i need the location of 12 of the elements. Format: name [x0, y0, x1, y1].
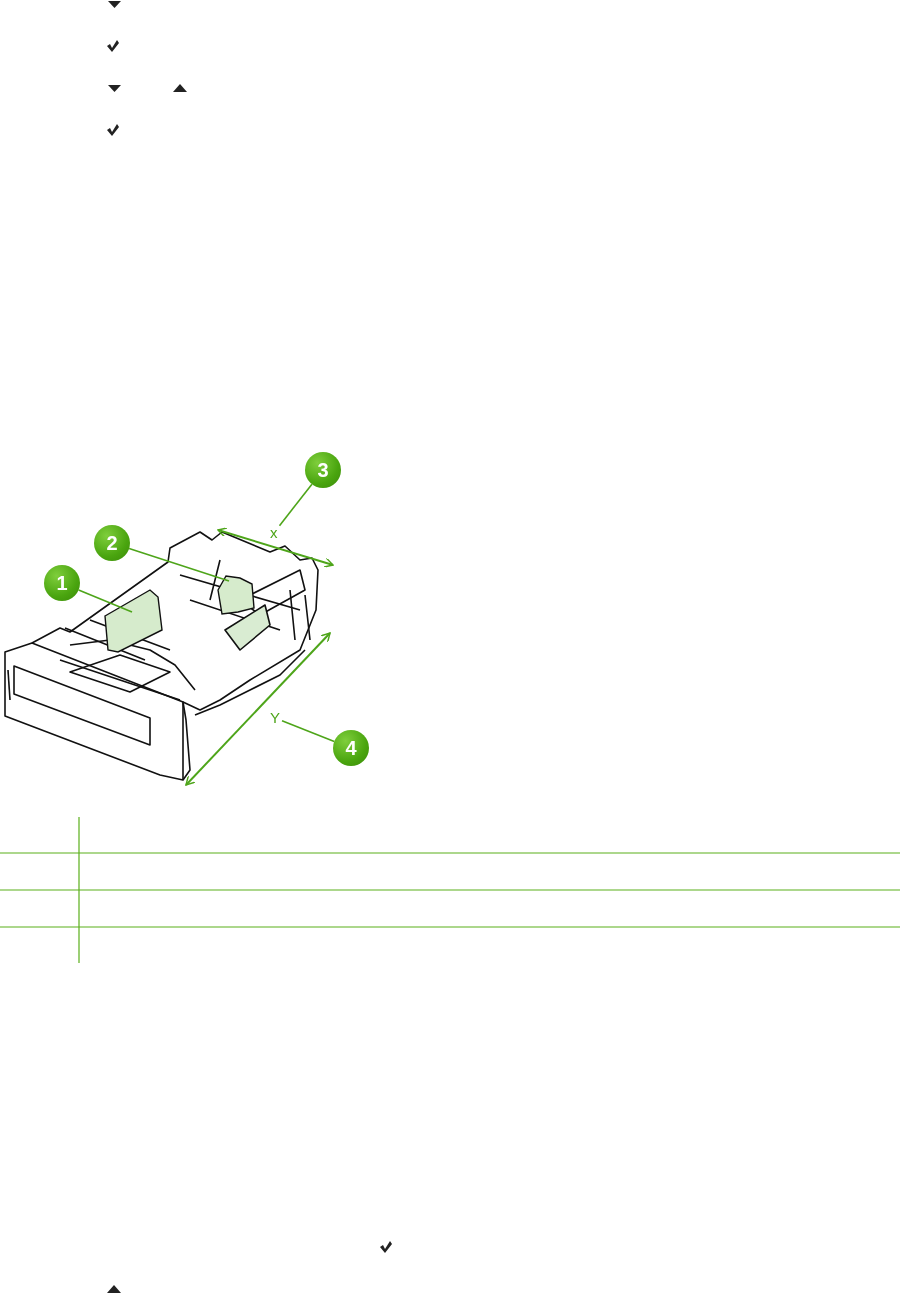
callout-number: 2 [94, 525, 130, 561]
leader-line [128, 547, 230, 582]
paper-guide [217, 575, 255, 615]
dimension-label: Y [270, 710, 280, 726]
paper-guide [104, 589, 163, 653]
leader-line [278, 483, 313, 527]
dimension-label: x [270, 525, 278, 541]
callout-number: 4 [333, 730, 369, 766]
leader-line [281, 719, 336, 743]
leader-line [77, 589, 133, 613]
callout-number: 3 [305, 452, 341, 488]
callout-number: 1 [44, 565, 80, 601]
